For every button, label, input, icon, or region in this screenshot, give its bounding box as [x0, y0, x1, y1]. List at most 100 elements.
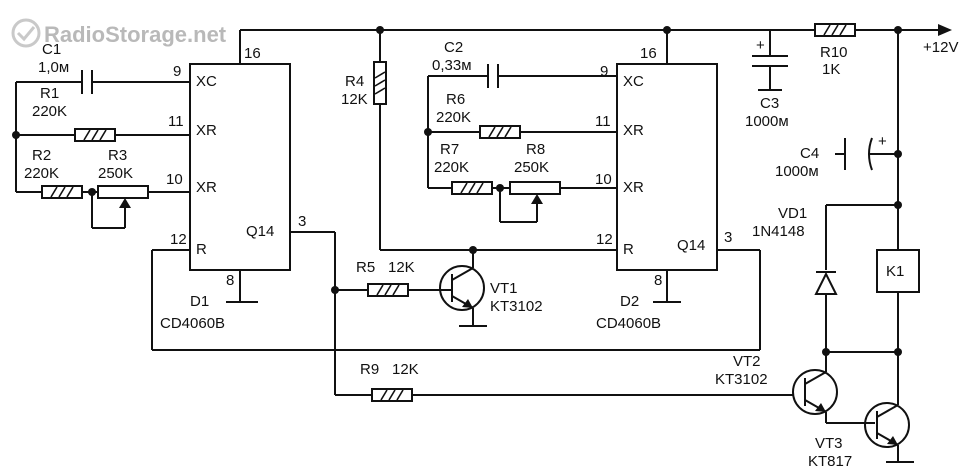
resistor-r9: R9 12K — [360, 361, 419, 402]
d2-pin-8: 8 — [654, 272, 662, 289]
d2-xr1: XR — [623, 122, 644, 139]
vt2-ref: VT2 — [733, 353, 761, 370]
c2-ref: C2 — [444, 39, 463, 56]
vt1-ref: VT1 — [490, 280, 518, 297]
resistor-r1: R1 220K — [32, 85, 116, 142]
c1-value: 1,0м — [38, 59, 69, 76]
vd1-ref: VD1 — [778, 205, 807, 222]
r4-value: 12K — [341, 91, 368, 108]
d2-pin-16: 16 — [640, 45, 657, 62]
r5-value: 12K — [388, 259, 415, 276]
d2-part: CD4060B — [596, 315, 661, 332]
r6-ref: R6 — [446, 91, 465, 108]
r9-ref: R9 — [360, 361, 379, 378]
r3-value: 250K — [98, 165, 133, 182]
vd1-value: 1N4148 — [752, 223, 805, 240]
capacitor-c2: C2 0,33м — [432, 39, 472, 74]
diode-vd1: VD1 1N4148 — [752, 201, 902, 352]
d2-rc-network — [424, 64, 617, 223]
d1-pin-3: 3 — [298, 213, 306, 230]
r4-network — [376, 26, 617, 251]
d2-ref: D2 — [620, 293, 639, 310]
r7-value: 220K — [434, 159, 469, 176]
transistor-vt2: VT2 KT3102 — [715, 352, 875, 424]
d2-r: R — [623, 241, 634, 258]
supply-label: +12V — [923, 39, 958, 56]
d1-pin-16: 16 — [244, 45, 261, 62]
transistor-vt1: VT1 KT3102 — [439, 246, 543, 327]
resistor-r10: R10 1K — [814, 23, 856, 78]
ic-d2: 16 XC XR XR R Q14 9 11 10 12 3 8 D2 CD40… — [595, 26, 732, 332]
r1-value: 220K — [32, 103, 67, 120]
c2-value: 0,33м — [432, 57, 472, 74]
vt3-value: KT817 — [808, 453, 852, 470]
d1-ref: D1 — [190, 293, 209, 310]
c3-ref: C3 — [760, 95, 779, 112]
r8-value: 250K — [514, 159, 549, 176]
d1-pin-9: 9 — [173, 63, 181, 80]
relay-k1: K1 — [822, 249, 920, 405]
d2-pin-9: 9 — [600, 63, 608, 80]
junction — [894, 26, 902, 34]
d2-pin-12: 12 — [596, 231, 613, 248]
resistor-r7: R7 220K — [434, 141, 493, 195]
vt3-ref: VT3 — [815, 435, 843, 452]
d1-xr2: XR — [196, 179, 217, 196]
capacitor-c3: + C3 1000м — [745, 30, 789, 130]
supply-arrow-icon — [938, 24, 952, 36]
ic-d1: 16 XC XR XR R Q14 9 11 10 12 3 8 D1 CD40… — [160, 30, 306, 332]
vt1-value: KT3102 — [490, 298, 543, 315]
d1-pin-8: 8 — [226, 272, 234, 289]
c4-ref: C4 — [800, 145, 819, 162]
d2-pin-10: 10 — [595, 171, 612, 188]
capacitor-c4: + C4 1000м — [775, 133, 902, 180]
r6-value: 220K — [436, 109, 471, 126]
d1-pin-12: 12 — [170, 231, 187, 248]
watermark: RadioStorage.net — [11, 18, 227, 48]
c3-value: 1000м — [745, 113, 789, 130]
d2-pin-3: 3 — [724, 229, 732, 246]
capacitor-c1: C1 1,0м — [38, 41, 69, 76]
d1-q14: Q14 — [246, 223, 274, 240]
d1-xr1: XR — [196, 122, 217, 139]
d1-xc: XC — [196, 73, 217, 90]
resistor-r4: R4 12K — [341, 61, 387, 108]
vt2-value: KT3102 — [715, 371, 768, 388]
r7-ref: R7 — [440, 141, 459, 158]
r5-ref: R5 — [356, 259, 375, 276]
d1-rc-network — [12, 70, 190, 229]
r4-ref: R4 — [345, 73, 364, 90]
resistor-r2: R2 220K — [24, 147, 83, 199]
r10-ref: R10 — [820, 44, 848, 61]
r1-ref: R1 — [40, 85, 59, 102]
d2-pin-11: 11 — [595, 113, 611, 130]
watermark-logo-icon — [11, 18, 41, 48]
k1-ref: K1 — [886, 263, 904, 280]
r9-value: 12K — [392, 361, 419, 378]
d2-q14: Q14 — [677, 237, 705, 254]
transistor-vt3: VT3 KT817 — [808, 402, 914, 470]
d1-pin-10: 10 — [166, 171, 183, 188]
d1-part: CD4060B — [160, 315, 225, 332]
r3-ref: R3 — [108, 147, 127, 164]
r2-ref: R2 — [32, 147, 51, 164]
d1-r: R — [196, 241, 207, 258]
potentiometer-r3: R3 250K — [97, 147, 149, 199]
d1-wiring — [151, 231, 793, 396]
d2-xc: XC — [623, 73, 644, 90]
resistor-r6: R6 220K — [436, 91, 521, 139]
c3-plus: + — [756, 37, 765, 54]
watermark-text: RadioStorage.net — [44, 22, 227, 47]
d1-pin-11: 11 — [168, 113, 184, 130]
r2-value: 220K — [24, 165, 59, 182]
d2-xr2: XR — [623, 179, 644, 196]
c1-ref: C1 — [42, 41, 61, 58]
r10-value: 1K — [822, 61, 840, 78]
resistor-r5: R5 12K — [356, 259, 415, 297]
supply-rail: +12V — [240, 24, 958, 56]
c4-value: 1000м — [775, 163, 819, 180]
potentiometer-r8: R8 250K — [509, 141, 561, 195]
c4-plus: + — [878, 133, 887, 150]
r8-ref: R8 — [526, 141, 545, 158]
